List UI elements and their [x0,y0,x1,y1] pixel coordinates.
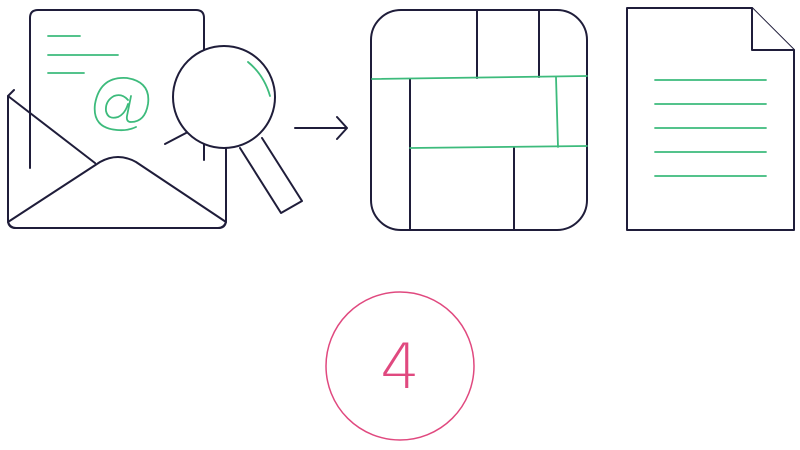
at-sign-icon [93,77,150,132]
envelope-letter-at-icon [7,9,227,229]
step-number: 4 [380,330,419,403]
magnifier-icon [172,45,303,214]
document-icon [626,7,795,231]
step-circle [325,291,475,441]
layout-grid-icon [370,9,588,231]
step-indicator: 4 [325,291,475,441]
arrow-right-icon [294,116,348,140]
